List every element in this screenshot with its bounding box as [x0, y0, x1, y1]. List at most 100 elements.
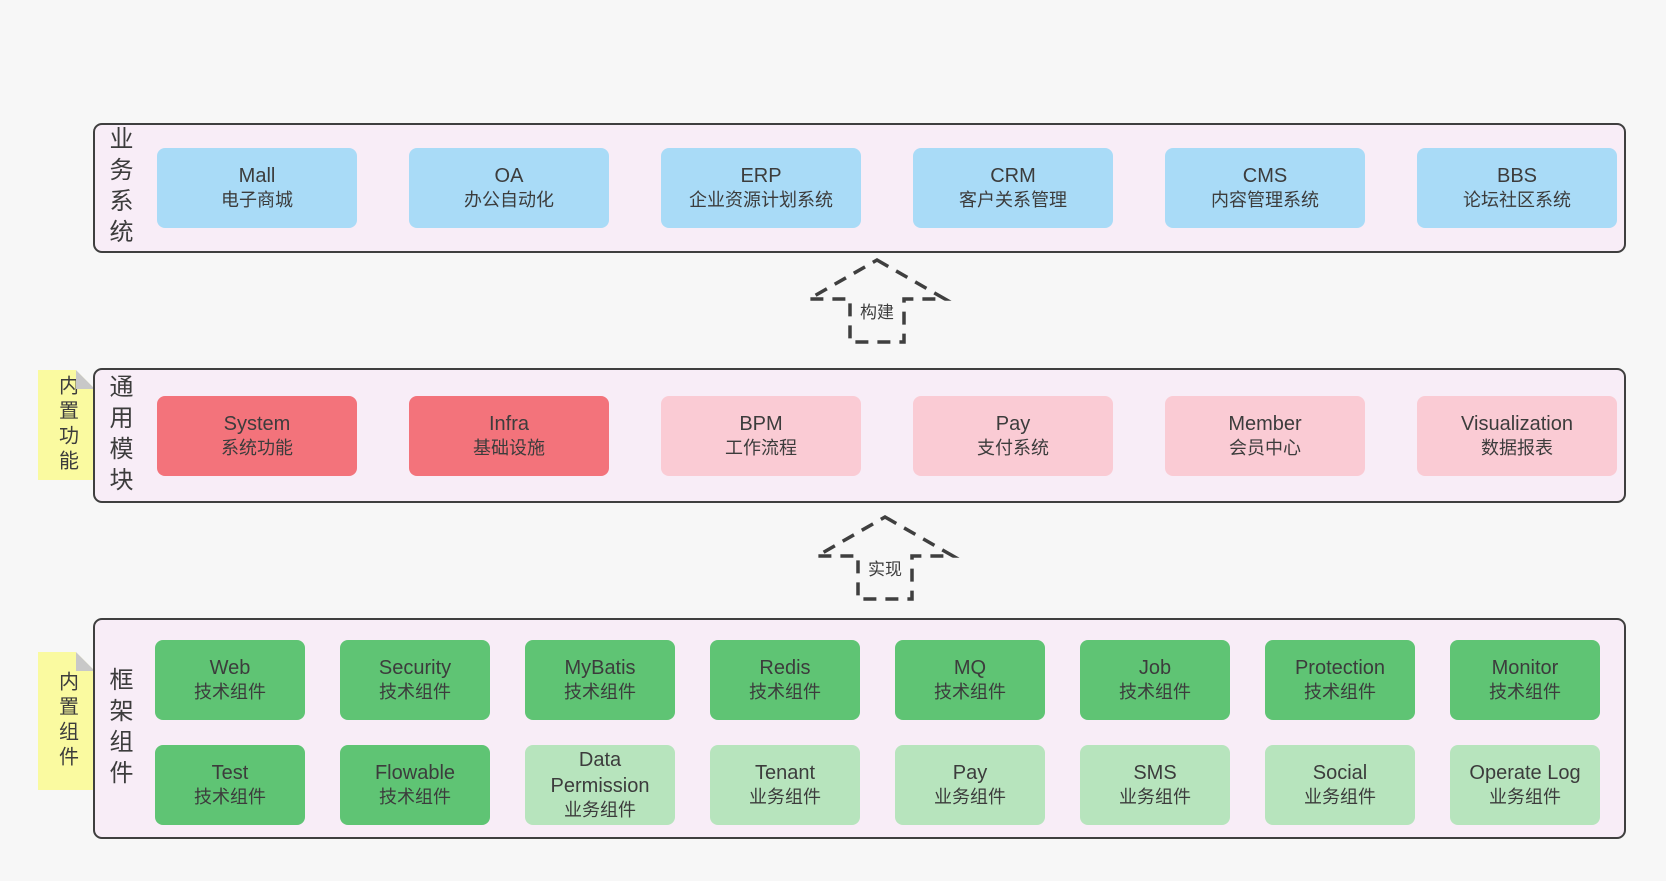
- box-title: Tenant: [754, 762, 816, 785]
- framework-components-panel: 框架组件 Web 技术组件 Security 技术组件 MyBatis 技术组件…: [93, 618, 1626, 839]
- box-subtitle: 内容管理系统: [1211, 190, 1319, 211]
- box-subtitle: 数据报表: [1481, 437, 1553, 458]
- box-subtitle: 技术组件: [379, 787, 451, 808]
- build-arrow: 构建: [802, 257, 952, 345]
- box-title: SMS: [1133, 762, 1177, 785]
- panel-label-business: 业务系统: [105, 126, 132, 250]
- box-mq: MQ 技术组件: [895, 640, 1045, 720]
- box-subtitle: 业务组件: [1119, 787, 1191, 808]
- implement-arrow: 实现: [810, 514, 960, 602]
- box-cms: CMS 内容管理系统: [1165, 148, 1365, 228]
- box-title: Monitor: [1491, 657, 1559, 680]
- box-title: Pay: [995, 412, 1031, 435]
- box-subtitle: 基础设施: [473, 437, 545, 458]
- box-title: Mall: [238, 165, 276, 188]
- box-subtitle: 会员中心: [1229, 437, 1301, 458]
- box-subtitle: 技术组件: [934, 682, 1006, 703]
- box-title: MQ: [953, 657, 987, 680]
- box-title: Protection: [1294, 657, 1386, 680]
- box-title: MyBatis: [564, 657, 636, 680]
- box-subtitle: 技术组件: [379, 682, 451, 703]
- up-arrow-icon: [810, 514, 960, 601]
- box-infra: Infra 基础设施: [409, 395, 609, 476]
- box-operate-log: Operate Log 业务组件: [1450, 745, 1600, 825]
- box-title: Data Permission: [550, 749, 650, 798]
- box-subtitle: 技术组件: [1304, 682, 1376, 703]
- box-title: Pay: [952, 762, 988, 785]
- box-redis: Redis 技术组件: [710, 640, 860, 720]
- box-subtitle: 系统功能: [221, 437, 293, 458]
- box-title: Web: [209, 657, 251, 680]
- box-title: CRM: [990, 165, 1036, 188]
- box-member: Member 会员中心: [1165, 395, 1365, 476]
- box-title: OA: [494, 165, 524, 188]
- box-subtitle: 业务组件: [1489, 787, 1561, 808]
- sticky-note-builtin-features: 内置功能: [38, 370, 95, 480]
- box-system: System 系统功能: [157, 395, 357, 476]
- box-mall: Mall 电子商城: [157, 148, 357, 228]
- box-oa: OA 办公自动化: [409, 148, 609, 228]
- sticky-note-builtin-components: 内置组件: [38, 652, 95, 790]
- business-box-row: Mall 电子商城 OA 办公自动化 ERP 企业资源计划系统 CRM 客户关系…: [157, 148, 1617, 228]
- box-data-permission: Data Permission 业务组件: [525, 745, 675, 825]
- box-monitor: Monitor 技术组件: [1450, 640, 1600, 720]
- box-subtitle: 技术组件: [194, 682, 266, 703]
- up-arrow-icon: [802, 257, 952, 344]
- box-subtitle: 业务组件: [934, 787, 1006, 808]
- box-title: BPM: [739, 412, 783, 435]
- box-test: Test 技术组件: [155, 745, 305, 825]
- box-subtitle: 企业资源计划系统: [689, 190, 833, 211]
- box-title: Visualization: [1461, 412, 1573, 435]
- box-erp: ERP 企业资源计划系统: [661, 148, 861, 228]
- box-subtitle: 办公自动化: [464, 190, 554, 211]
- box-crm: CRM 客户关系管理: [913, 148, 1113, 228]
- box-subtitle: 技术组件: [1119, 682, 1191, 703]
- box-subtitle: 支付系统: [977, 437, 1049, 458]
- box-security: Security 技术组件: [340, 640, 490, 720]
- box-pay: Pay 支付系统: [913, 395, 1113, 476]
- box-title: ERP: [740, 165, 782, 188]
- panel-label-components: 框架组件: [105, 666, 132, 791]
- box-pay-biz: Pay 业务组件: [895, 745, 1045, 825]
- box-title: Job: [1138, 657, 1172, 680]
- box-subtitle: 技术组件: [564, 682, 636, 703]
- box-title: Test: [211, 762, 249, 785]
- box-title: Security: [378, 657, 452, 680]
- box-subtitle: 业务组件: [564, 800, 636, 821]
- business-systems-panel: 业务系统 Mall 电子商城 OA 办公自动化 ERP 企业资源计划系统 CRM…: [93, 123, 1626, 253]
- box-title: Infra: [488, 412, 530, 435]
- sticky-note-text: 内置功能: [55, 375, 78, 475]
- box-title: Operate Log: [1469, 762, 1581, 785]
- sticky-note-text: 内置组件: [55, 671, 78, 771]
- box-subtitle: 技术组件: [194, 787, 266, 808]
- box-mybatis: MyBatis 技术组件: [525, 640, 675, 720]
- box-subtitle: 技术组件: [749, 682, 821, 703]
- common-modules-panel: 通用模块 System 系统功能 Infra 基础设施 BPM 工作流程 Pay…: [93, 368, 1626, 503]
- box-subtitle: 工作流程: [725, 437, 797, 458]
- box-title: CMS: [1242, 165, 1288, 188]
- box-flowable: Flowable 技术组件: [340, 745, 490, 825]
- box-subtitle: 业务组件: [1304, 787, 1376, 808]
- box-subtitle: 论坛社区系统: [1463, 190, 1571, 211]
- box-subtitle: 技术组件: [1489, 682, 1561, 703]
- box-protection: Protection 技术组件: [1265, 640, 1415, 720]
- build-arrow-label: 构建: [857, 297, 897, 324]
- box-job: Job 技术组件: [1080, 640, 1230, 720]
- box-bbs: BBS 论坛社区系统: [1417, 148, 1617, 228]
- box-title: System: [223, 412, 291, 435]
- box-sms: SMS 业务组件: [1080, 745, 1230, 825]
- box-visualization: Visualization 数据报表: [1417, 395, 1617, 476]
- box-title: Member: [1228, 412, 1302, 435]
- components-box-grid: Web 技术组件 Security 技术组件 MyBatis 技术组件 Redi…: [155, 640, 1600, 825]
- box-bpm: BPM 工作流程: [661, 395, 861, 476]
- box-subtitle: 客户关系管理: [959, 190, 1067, 211]
- box-tenant: Tenant 业务组件: [710, 745, 860, 825]
- implement-arrow-label: 实现: [865, 554, 905, 581]
- box-title: BBS: [1496, 165, 1538, 188]
- modules-box-row: System 系统功能 Infra 基础设施 BPM 工作流程 Pay 支付系统…: [157, 395, 1617, 476]
- box-subtitle: 电子商城: [221, 190, 293, 211]
- box-social: Social 业务组件: [1265, 745, 1415, 825]
- box-web: Web 技术组件: [155, 640, 305, 720]
- box-subtitle: 业务组件: [749, 787, 821, 808]
- box-title: Social: [1312, 762, 1368, 785]
